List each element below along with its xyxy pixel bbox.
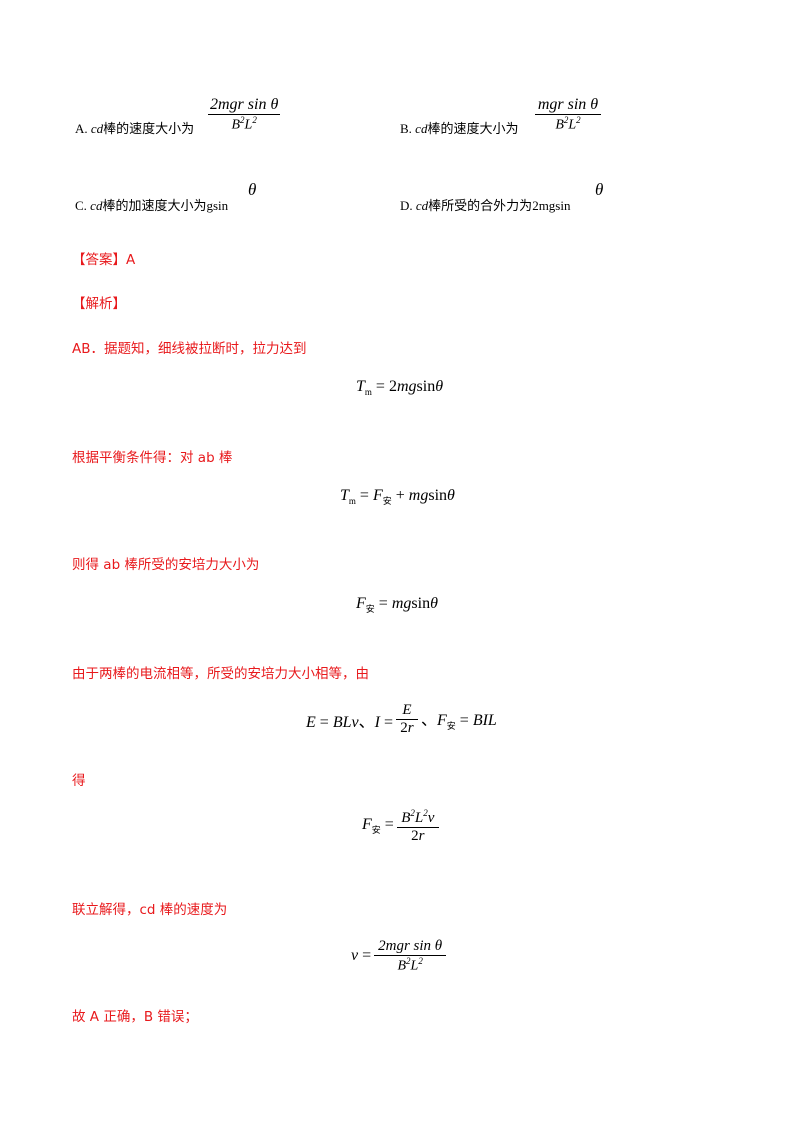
option-b-subject: cd (415, 121, 428, 136)
explanation-line-4: 由于两棒的电流相等，所受的安培力大小相等，由 (72, 666, 369, 682)
option-b: B. cd棒的速度大小为 (400, 118, 518, 137)
option-a-subject: cd (90, 121, 104, 136)
equation-2: Tm = F安 + mgsinθ (340, 487, 455, 507)
option-c-expr: gsin (206, 198, 229, 213)
option-a-label: A. (75, 121, 88, 136)
option-b-numerator: mgr sin θ (537, 96, 599, 113)
explanation-line-3: 则得 ab 棒所受的安培力大小为 (72, 557, 260, 573)
answer-line: 【答案】A (72, 248, 135, 268)
option-a-text: 棒的速度大小为 (103, 121, 195, 136)
analysis-label: 【解析】 (72, 296, 126, 312)
explanation-line-2: 根据平衡条件得：对 ab 棒 (72, 450, 233, 466)
option-d-subject: cd (415, 198, 429, 213)
option-c-theta: θ (248, 180, 257, 199)
option-c-label: C. (75, 198, 87, 213)
option-a-fraction: 2mgr sin θ B2L2 (208, 96, 280, 134)
option-b-fraction: mgr sin θ B2L2 (535, 96, 601, 134)
option-a: A. cd棒的速度大小为 (75, 118, 194, 137)
option-d-theta: θ (595, 180, 604, 199)
equation-5: F安 = B2L2v 2r (362, 808, 439, 845)
equation-1: Tm = 2mgsinθ (356, 378, 444, 398)
option-d-label: D. (400, 198, 413, 213)
option-c-text: 棒的加速度大小为 (102, 198, 207, 213)
option-b-text: 棒的速度大小为 (427, 121, 519, 136)
explanation-line-5: 得 (72, 773, 86, 789)
option-d: D. cd棒所受的合外力为2mgsin (400, 195, 570, 214)
answer-value: A (126, 252, 136, 268)
option-b-denominator: B2L2 (555, 115, 581, 133)
option-a-denominator: B2L2 (231, 115, 257, 133)
explanation-line-1: AB．据题知，细线被拉断时，拉力达到 (72, 341, 307, 357)
option-a-numerator: 2mgr sin θ (210, 96, 279, 113)
explanation-line-6: 联立解得，cd 棒的速度为 (72, 902, 228, 918)
equation-3: F安 = mgsinθ (356, 595, 438, 615)
equation-4: E = BLv、I = E 2r 、F安 = BIL (306, 702, 497, 736)
answer-label: 【答案】 (72, 252, 126, 268)
option-c-subject: cd (90, 198, 103, 213)
explanation-line-7: 故 A 正确，B 错误； (72, 1009, 198, 1025)
option-d-expr: 2mgsin (532, 198, 571, 213)
option-d-text: 棒所受的合外力为 (428, 198, 533, 213)
equation-6: v = 2mgr sin θ B2L2 (351, 938, 447, 975)
option-c: C. cd棒的加速度大小为gsin (75, 195, 228, 214)
option-b-label: B. (400, 121, 412, 136)
